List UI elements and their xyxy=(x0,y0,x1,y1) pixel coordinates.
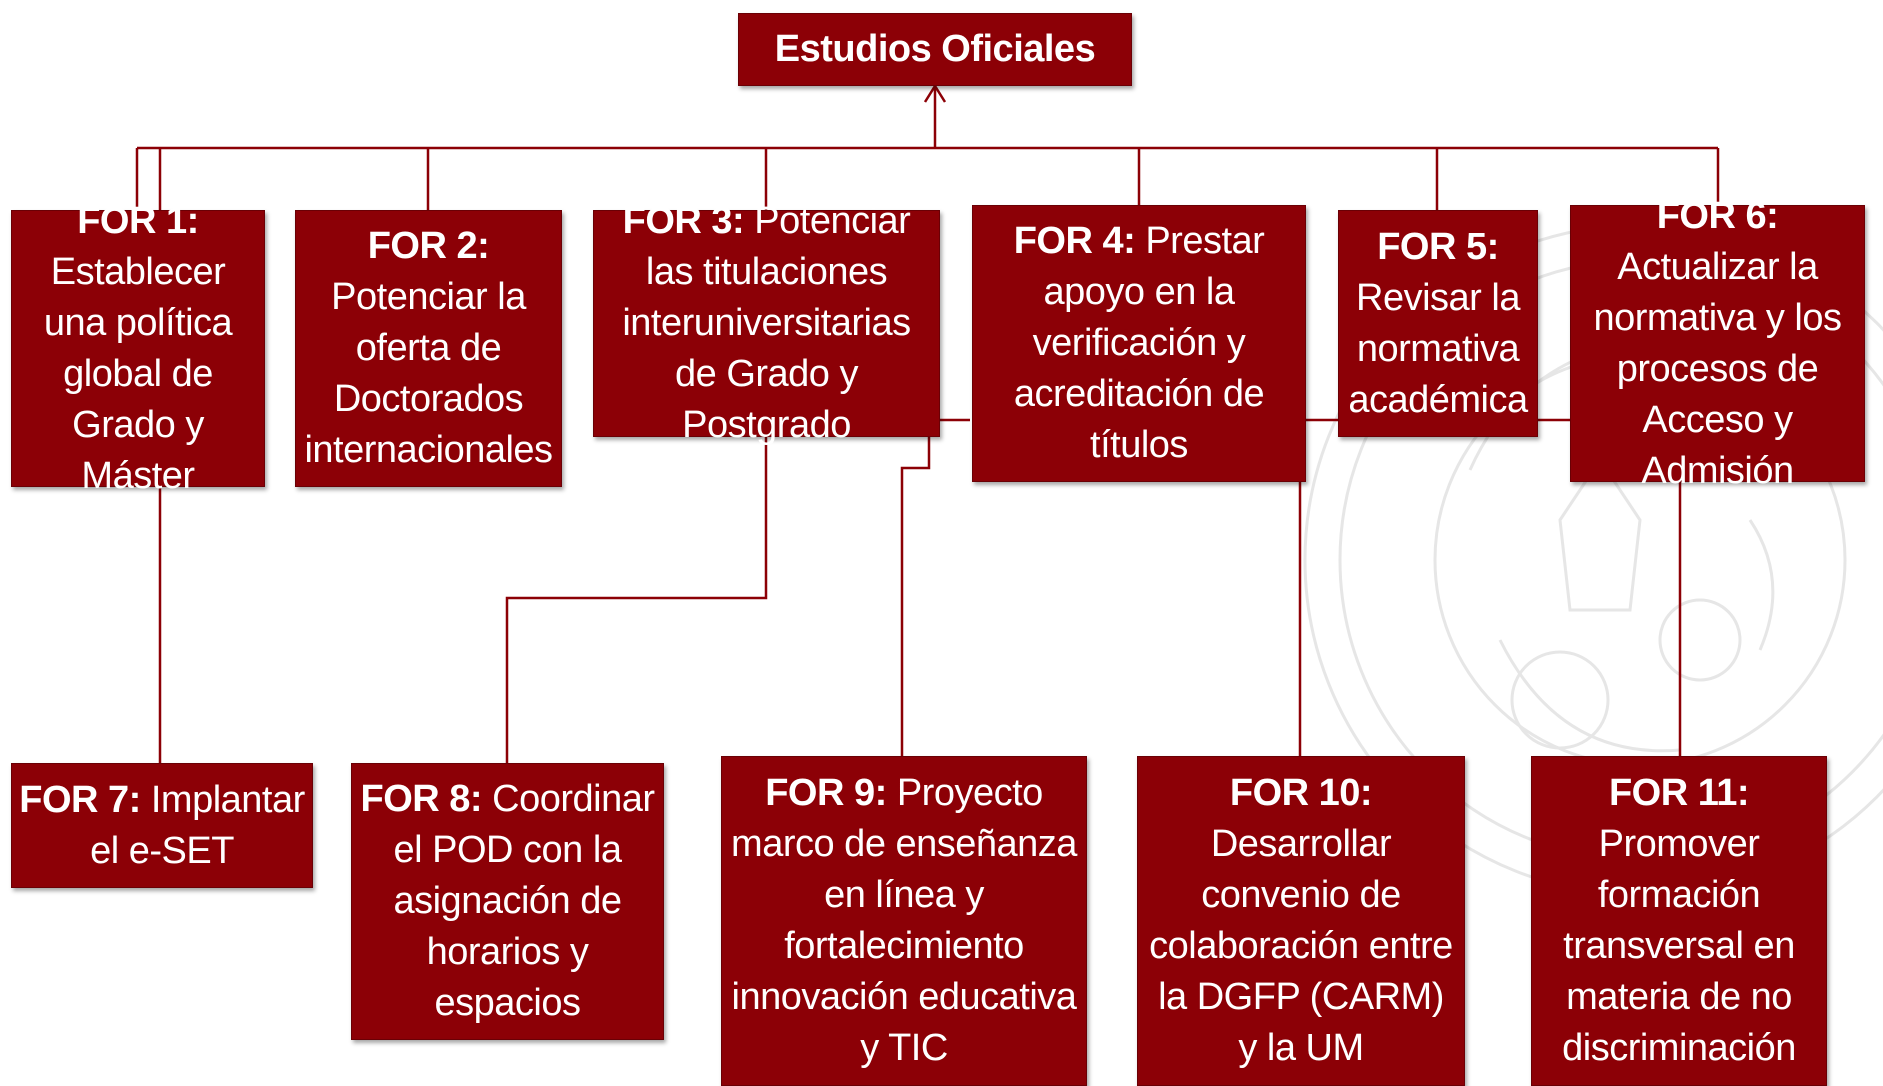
node-code: FOR 3: xyxy=(622,200,745,242)
node-for3: FOR 3: Potenciar las titulaciones interu… xyxy=(593,200,940,446)
node-text: Coordinar el POD con la asignación de ho… xyxy=(393,778,655,1024)
node-for11: FOR 11: Promover formación transversal en… xyxy=(1531,756,1827,1086)
node-text: Prestar apoyo en la verificación y acred… xyxy=(1013,220,1265,466)
node-code: FOR 2: xyxy=(367,225,490,267)
node-code: FOR 7: xyxy=(19,778,141,821)
node-text: Desarrollar convenio de colaboración ent… xyxy=(1149,823,1453,1069)
node-code: FOR 9: xyxy=(765,772,887,814)
node-text: Proyecto marco de enseñanza en línea y f… xyxy=(731,772,1077,1069)
node-code: FOR 10: xyxy=(1229,772,1373,814)
node-code: FOR 4: xyxy=(1013,220,1136,262)
node-text: Implantar el e-SET xyxy=(90,778,305,872)
node-text: Establecer una política global de Grado … xyxy=(43,250,233,497)
node-for1: FOR 1: Establecer una política global de … xyxy=(11,200,265,497)
node-for10: FOR 10: Desarrollar convenio de colaborac… xyxy=(1137,756,1465,1086)
node-for8: FOR 8: Coordinar el POD con la asignació… xyxy=(351,763,664,1040)
node-for5: FOR 5: Revisar la normativa académica xyxy=(1338,210,1538,437)
node-code: FOR 6: xyxy=(1656,194,1779,237)
node-text: Potenciar la oferta de Doctorados intern… xyxy=(304,276,553,471)
node-text: Revisar la normativa académica xyxy=(1348,276,1528,421)
root-label: Estudios Oficiales xyxy=(774,28,1096,70)
node-for6: FOR 6: Actualizar la normativa y los pro… xyxy=(1570,195,1865,492)
node-code: FOR 5: xyxy=(1377,225,1499,268)
node-text: Actualizar la normativa y los procesos d… xyxy=(1593,245,1842,492)
node-for7: FOR 7: Implantar el e-SET xyxy=(11,763,313,888)
node-text: Potenciar las titulaciones interuniversi… xyxy=(622,200,911,446)
node-for4: FOR 4: Prestar apoyo en la verificación … xyxy=(972,205,1306,482)
node-code: FOR 8: xyxy=(360,778,483,820)
root-node: Estudios Oficiales xyxy=(738,13,1132,86)
node-code: FOR 1: xyxy=(77,199,199,242)
node-for9: FOR 9: Proyecto marco de enseñanza en lí… xyxy=(721,756,1087,1086)
node-code: FOR 11: xyxy=(1608,772,1750,814)
node-for2: FOR 2: Potenciar la oferta de Doctorados … xyxy=(295,210,562,487)
node-text: Promover formación transversal en materi… xyxy=(1562,823,1796,1069)
